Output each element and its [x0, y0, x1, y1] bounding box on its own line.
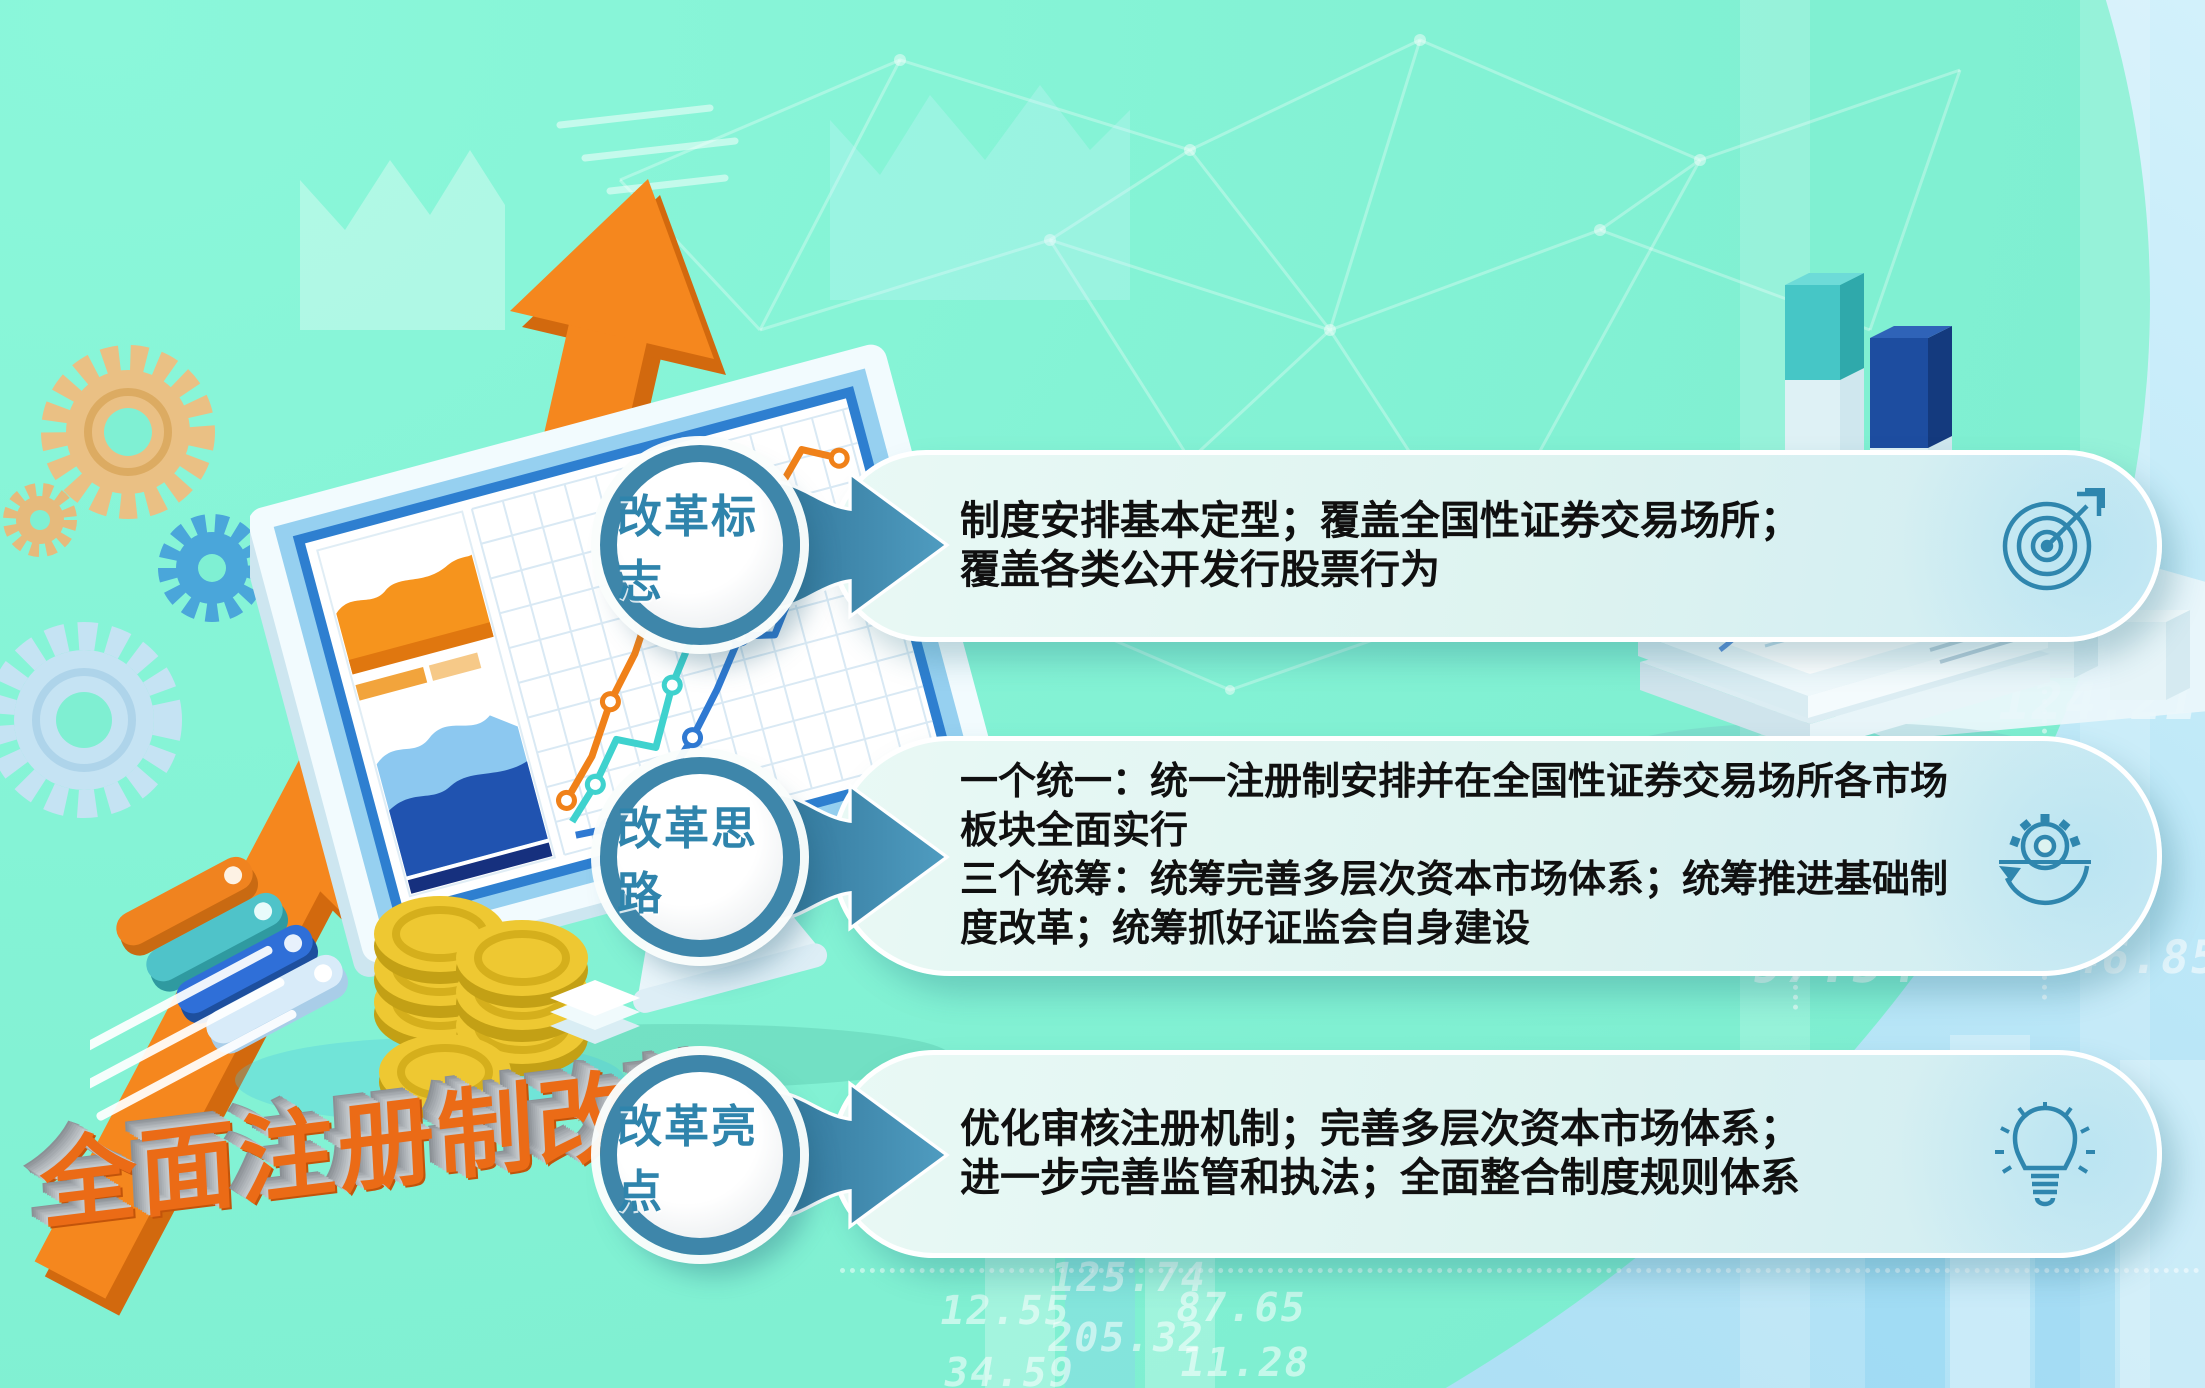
banner-pill: 制度安排基本定型；覆盖全国性证券交易场所； 覆盖各类公开发行股票行为 — [830, 450, 2162, 642]
watermark-number: 87.65 — [1171, 1285, 1311, 1331]
watermark-number: 34.59 — [939, 1350, 1079, 1388]
banner-label-circle: 改革标志 — [600, 445, 800, 645]
banner-label: 改革亮点 — [617, 1101, 759, 1217]
banner-text-line: 三个统筹：统筹完善多层次资本市场体系；统筹推进基础制 — [960, 859, 1949, 901]
faint-circle — [1765, 648, 1839, 722]
banner-body-text: 一个统一：统一注册制安排并在全国性证券交易场所各市场 板块全面实行 三个统筹：统… — [960, 758, 1948, 954]
banner-text-line: 覆盖各类公开发行股票行为 — [960, 548, 1440, 592]
banner-text-line: 一个统一：统一注册制安排并在全国性证券交易场所各市场 — [960, 761, 1949, 803]
banner-text-line: 进一步完善监管和执法；全面整合制度规则体系 — [960, 1156, 1800, 1200]
banner-label-circle: 改革思路 — [600, 757, 800, 957]
banner-label: 改革标志 — [617, 491, 759, 607]
banner-text-line: 度改革；统筹抓好证监会自身建设 — [960, 908, 1531, 950]
banner-label: 改革思路 — [617, 803, 759, 919]
target-icon — [2002, 488, 2105, 591]
gear-refresh-icon — [1999, 814, 2091, 906]
banner-pill: 优化审核注册机制；完善多层次资本市场体系； 进一步完善监管和执法；全面整合制度规… — [830, 1050, 2162, 1258]
banner-body-text: 优化审核注册机制；完善多层次资本市场体系； 进一步完善监管和执法；全面整合制度规… — [960, 1105, 1800, 1203]
background-bar — [1065, 1233, 1135, 1388]
banner-label-circle: 改革亮点 — [600, 1055, 800, 1255]
watermark-number: 11.28 — [1175, 1340, 1315, 1386]
banner-text-line: 优化审核注册机制；完善多层次资本市场体系； — [960, 1107, 1800, 1151]
banner-body-text: 制度安排基本定型；覆盖全国性证券交易场所； 覆盖各类公开发行股票行为 — [960, 497, 1800, 595]
watermark-number: 124.21 — [1992, 672, 2204, 732]
banner-arrow — [744, 1080, 950, 1230]
banner-pill: 一个统一：统一注册制安排并在全国性证券交易场所各市场 板块全面实行 三个统筹：统… — [830, 736, 2162, 976]
banner-text-line: 板块全面实行 — [960, 810, 1189, 852]
banner-text-line: 制度安排基本定型；覆盖全国性证券交易场所； — [960, 499, 1800, 543]
dotted-line — [840, 1268, 2200, 1273]
lightbulb-icon — [1995, 1102, 2095, 1207]
